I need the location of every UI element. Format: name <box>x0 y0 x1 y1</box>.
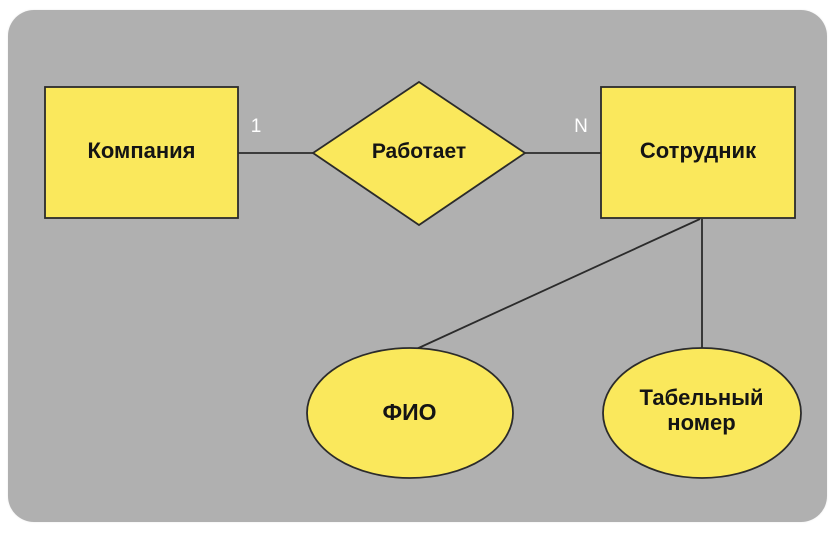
entity-sotrudnik[interactable] <box>600 86 796 219</box>
relationship-rabotaet[interactable] <box>311 80 527 227</box>
entity-kompaniya[interactable] <box>44 86 239 219</box>
connector-sotrudnik-fio <box>411 218 701 352</box>
attribute-fio[interactable] <box>306 347 514 479</box>
attribute-tabelny-nomer[interactable] <box>602 347 802 479</box>
